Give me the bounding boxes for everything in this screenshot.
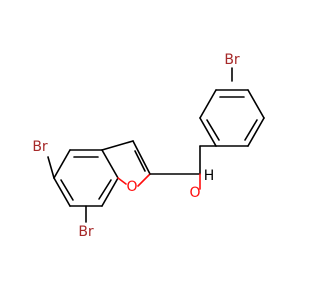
carbinol-linker (149, 145, 217, 190)
bond-c3-c2 (132, 140, 151, 175)
atom-label-br-left: Br (32, 139, 48, 155)
bond-c3a-c3 (101, 140, 134, 151)
bond-aryl-4 (199, 117, 217, 147)
atom-label-ring-oxygen: O (126, 179, 137, 195)
bond-aryl-2 (247, 117, 265, 147)
double-bond-aryl-left (206, 119, 220, 141)
atom-label-hydroxyl-hydrogen: H (204, 168, 215, 184)
bond-o-c7a (117, 177, 127, 185)
benzofuran-core (47, 140, 151, 223)
double-bond-c3-c2 (134, 150, 146, 172)
structure-svg: Br Br Br O O H (32, 52, 265, 240)
atom-label-hydroxyl-oxygen: O (189, 185, 200, 201)
bond-bz-5 (101, 177, 119, 207)
double-bond-bz-right (98, 179, 112, 200)
atom-label-br-bottom: Br (78, 224, 94, 240)
molecule-structure-diagram: Br Br Br O O H (32, 52, 265, 240)
double-bond-bz-left (60, 179, 74, 201)
atom-label-br-top: Br (224, 52, 240, 68)
bond-aryl-5 (199, 89, 217, 119)
double-bond-aryl-right (244, 119, 258, 141)
bond-bz-2 (53, 149, 71, 179)
bond-aryl-1 (247, 89, 265, 119)
bond-c-br-left (47, 156, 55, 179)
bromophenyl-ring (199, 67, 265, 147)
bond-bz-3 (53, 177, 71, 207)
bond-c2-o (137, 173, 151, 187)
bond-bz-6 (101, 149, 119, 179)
